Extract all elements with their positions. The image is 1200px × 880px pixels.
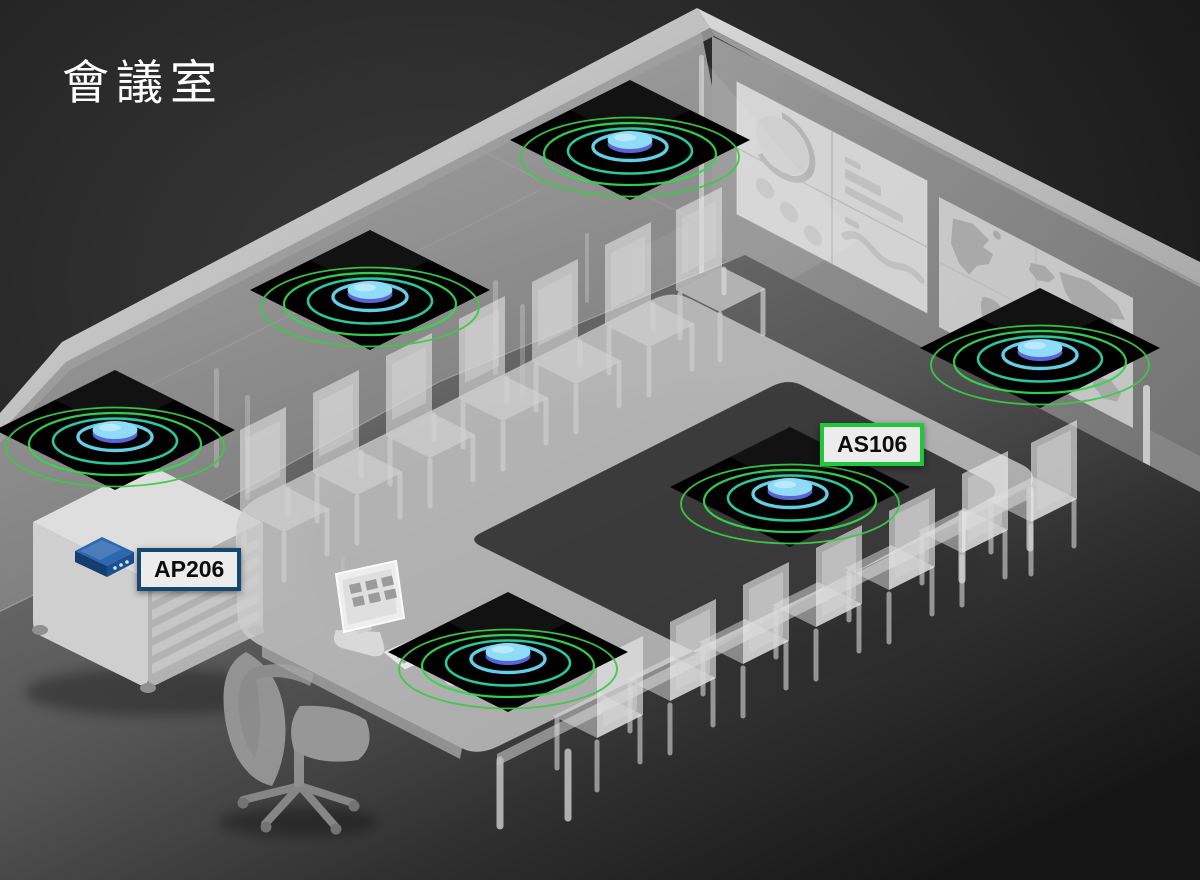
ap206-label: AP206	[137, 548, 242, 592]
ap-device	[75, 537, 134, 577]
touch-panel	[334, 559, 406, 657]
touch-panel-buttons	[349, 575, 397, 607]
wall-display-dashboard	[736, 80, 928, 315]
av-rack	[25, 464, 275, 716]
office-chair	[218, 652, 378, 837]
page-title: 會議室	[62, 56, 224, 111]
as106-label: AS106	[820, 423, 925, 467]
